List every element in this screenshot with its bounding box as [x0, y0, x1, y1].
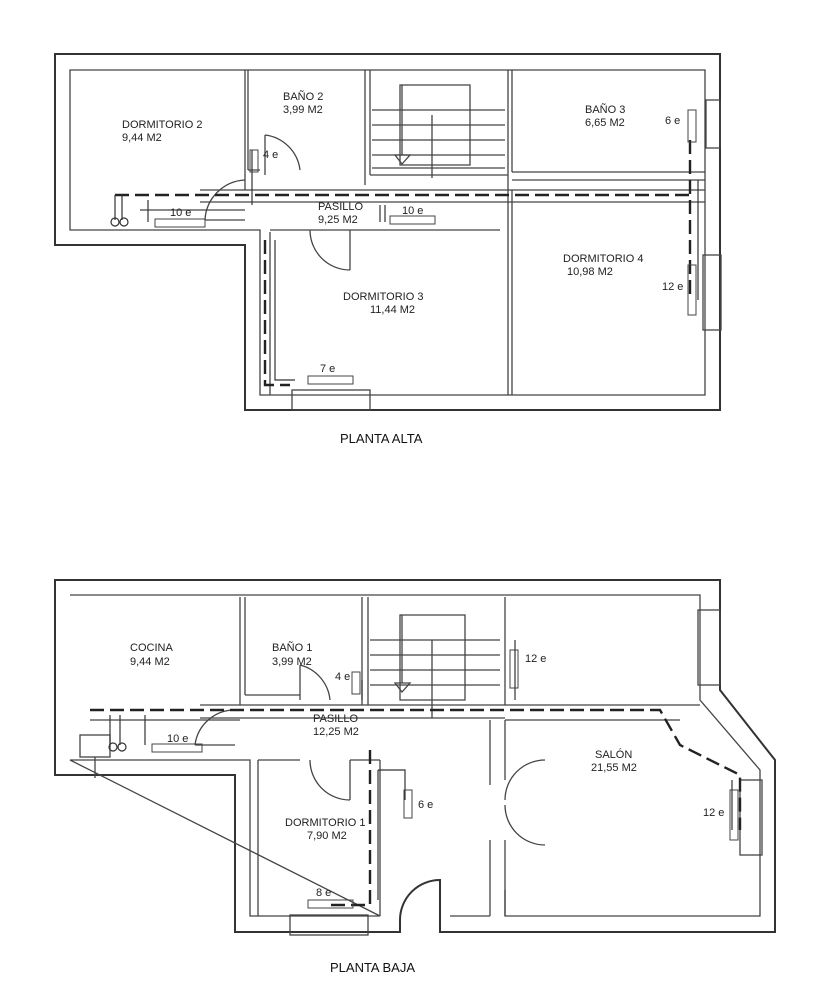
room-area: 9,25 M2: [318, 214, 358, 226]
room-area: 6,65 M2: [585, 117, 625, 129]
radiator-label: 10 e: [167, 733, 188, 745]
room-area: 9,44 M2: [130, 656, 170, 668]
room-name: DORMITORIO 3: [343, 291, 423, 303]
plan-caption: PLANTA BAJA: [330, 960, 415, 975]
radiator-icon: [389, 215, 436, 225]
room-area: 9,44 M2: [122, 132, 162, 144]
lower-window: [697, 609, 721, 686]
room-area: 7,90 M2: [307, 830, 347, 842]
radiator-icon: [307, 899, 354, 909]
lower-floor-plan: COCINA 9,44 M2 BAÑO 1 3,99 M2 PASILLO 12…: [54, 579, 776, 975]
room-name: DORMITORIO 1: [285, 817, 365, 829]
radiator-label: 6 e: [418, 799, 433, 811]
upper-window: [705, 99, 721, 149]
room-name: DORMITORIO 2: [122, 119, 202, 131]
upper-window: [702, 254, 722, 331]
room-name: DORMITORIO 4: [563, 253, 643, 265]
radiator-icon: [403, 789, 413, 819]
room-area: 3,99 M2: [283, 104, 323, 116]
room-name: BAÑO 1: [272, 641, 312, 654]
lower-corridor: [90, 704, 700, 721]
radiator-label: 12 e: [525, 653, 546, 665]
radiator-label: 6 e: [665, 115, 680, 127]
radiator-label: 8 e: [316, 887, 331, 899]
radiator-icon: [687, 264, 697, 316]
room-name: BAÑO 3: [585, 103, 625, 116]
radiator-icon: [307, 375, 354, 385]
lower-door-swing: [194, 664, 546, 846]
radiator-icon: [729, 789, 739, 841]
lower-heating-pipes: [90, 640, 742, 907]
room-area: 12,25 M2: [313, 726, 359, 738]
upper-inner-wall: [69, 69, 706, 396]
radiator-label: 10 e: [402, 205, 423, 217]
plan-caption: PLANTA ALTA: [340, 431, 423, 446]
radiator-label: 4 e: [263, 149, 278, 161]
upper-stairs: [372, 84, 505, 178]
lower-outer-wall: [54, 579, 776, 933]
room-name: PASILLO: [318, 201, 363, 213]
radiator-icon: [687, 109, 697, 143]
radiator-icon: [154, 218, 206, 228]
room-name: COCINA: [130, 642, 173, 654]
room-area: 11,44 M2: [370, 304, 415, 316]
upper-partitions: [244, 70, 705, 395]
radiator-icon: [509, 649, 519, 689]
radiator-label: 12 e: [703, 807, 724, 819]
radiator-icon: [351, 671, 361, 695]
upper-heating-pipes: [110, 140, 699, 387]
lower-inner-wall: [69, 594, 761, 917]
room-area: 21,55 M2: [591, 762, 637, 774]
lower-window: [289, 914, 369, 936]
radiator-label: 10 e: [170, 207, 191, 219]
radiator-label: 7 e: [320, 363, 335, 375]
boiler-icon: [79, 734, 111, 758]
radiator-icon: [249, 149, 259, 173]
upper-window: [291, 389, 371, 411]
room-area: 3,99 M2: [272, 656, 312, 668]
radiator-label: 12 e: [662, 281, 683, 293]
upper-corridor: [140, 189, 705, 211]
lower-partitions: [239, 597, 680, 916]
room-area: 10,98 M2: [567, 266, 613, 278]
upper-door-swing: [204, 134, 351, 271]
upper-outer-wall: [54, 53, 721, 411]
radiator-label: 4 e: [335, 671, 350, 683]
room-name: BAÑO 2: [283, 90, 323, 103]
room-name: SALÓN: [595, 748, 632, 761]
upper-floor-plan: DORMITORIO 2 9,44 M2 BAÑO 2 3,99 M2 BAÑO…: [54, 53, 722, 446]
lower-stairs: [370, 614, 500, 718]
radiator-icon: [151, 743, 203, 753]
room-name: PASILLO: [313, 713, 358, 725]
lower-window: [739, 779, 763, 856]
